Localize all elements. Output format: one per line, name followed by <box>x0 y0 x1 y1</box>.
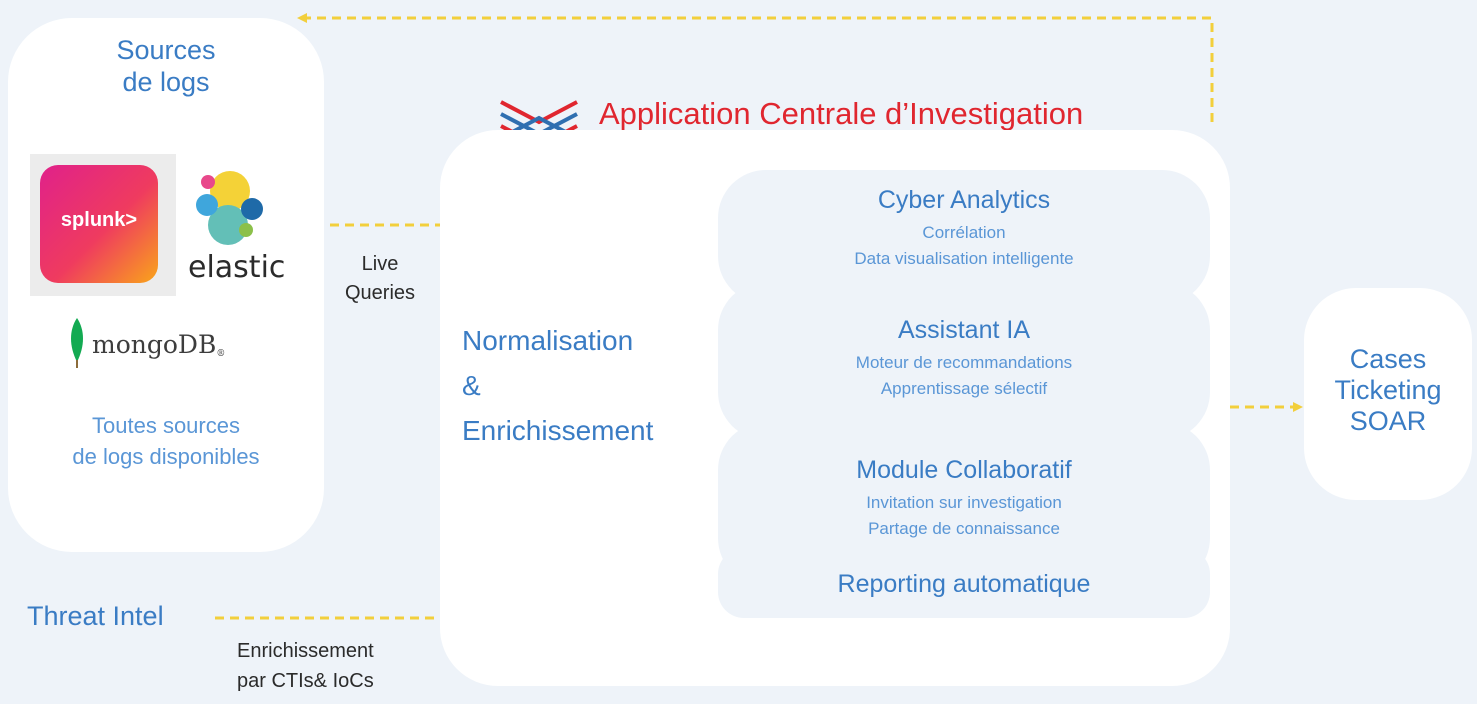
module-sub: Corrélation <box>922 223 1006 242</box>
app-title: Application Centrale d’Investigation <box>599 96 1084 131</box>
live-queries-label: Live Queries <box>344 253 416 304</box>
cases-label: Cases Ticketing SOAR <box>1334 344 1442 436</box>
elastic-green <box>239 223 253 237</box>
normalisation-block: Normalisation & Enrichissement <box>462 325 654 446</box>
sources-title: Sources de logs <box>116 35 216 97</box>
threat-intel-label: Threat Intel <box>27 601 164 631</box>
cases-panel: Cases Ticketing SOAR <box>1304 288 1472 500</box>
central-app-panel: Normalisation & Enrichissement Cyber Ana… <box>440 130 1230 686</box>
module-collaboratif: Module Collaboratif Invitation sur inves… <box>718 454 1210 542</box>
module-cyber-analytics: Cyber Analytics Corrélation Data visuali… <box>718 184 1210 272</box>
elastic-navy <box>241 198 263 220</box>
module-assistant-ia: Assistant IA Moteur de recommandations A… <box>718 314 1210 402</box>
module-sub: Data visualisation intelligente <box>854 249 1074 268</box>
feedback-arrow <box>297 13 1214 122</box>
mongodb-name: mongoDB <box>92 330 217 359</box>
module-reporting: Reporting automatique <box>837 570 1091 598</box>
elastic-teal <box>208 205 248 245</box>
module-title: Module Collaboratif <box>856 456 1072 484</box>
modules-cloud: Cyber Analytics Corrélation Data visuali… <box>718 170 1210 618</box>
module-sub: Apprentissage sélectif <box>880 379 1048 398</box>
threat-intel-caption: Enrichissement par CTIs& IoCs <box>237 640 374 692</box>
splunk-tile: splunk> <box>40 165 158 283</box>
splunk-logo: splunk> <box>30 154 176 296</box>
elastic-wordmark: elastic <box>188 250 286 285</box>
elastic-icon <box>196 171 263 245</box>
module-title: Cyber Analytics <box>877 186 1051 214</box>
splunk-wordmark: splunk> <box>60 209 138 231</box>
elastic-blue <box>196 194 218 216</box>
sources-caption: Toutes sources de logs disponibles <box>72 413 260 469</box>
module-sub: Moteur de recommandations <box>855 353 1073 372</box>
elastic-yellow <box>210 171 250 211</box>
module-sub: Partage de connaissance <box>868 519 1060 538</box>
mongodb-leaf-icon <box>71 318 83 368</box>
mongodb-wordmark: mongoDB® <box>92 330 225 359</box>
module-sub: Invitation sur investigation <box>866 493 1062 512</box>
module-title: Assistant IA <box>898 316 1030 344</box>
sources-panel: Sources de logs splunk> elastic mongoDB®… <box>8 18 324 552</box>
mongodb-registered-mark: ® <box>216 349 226 359</box>
elastic-pink <box>201 175 215 189</box>
